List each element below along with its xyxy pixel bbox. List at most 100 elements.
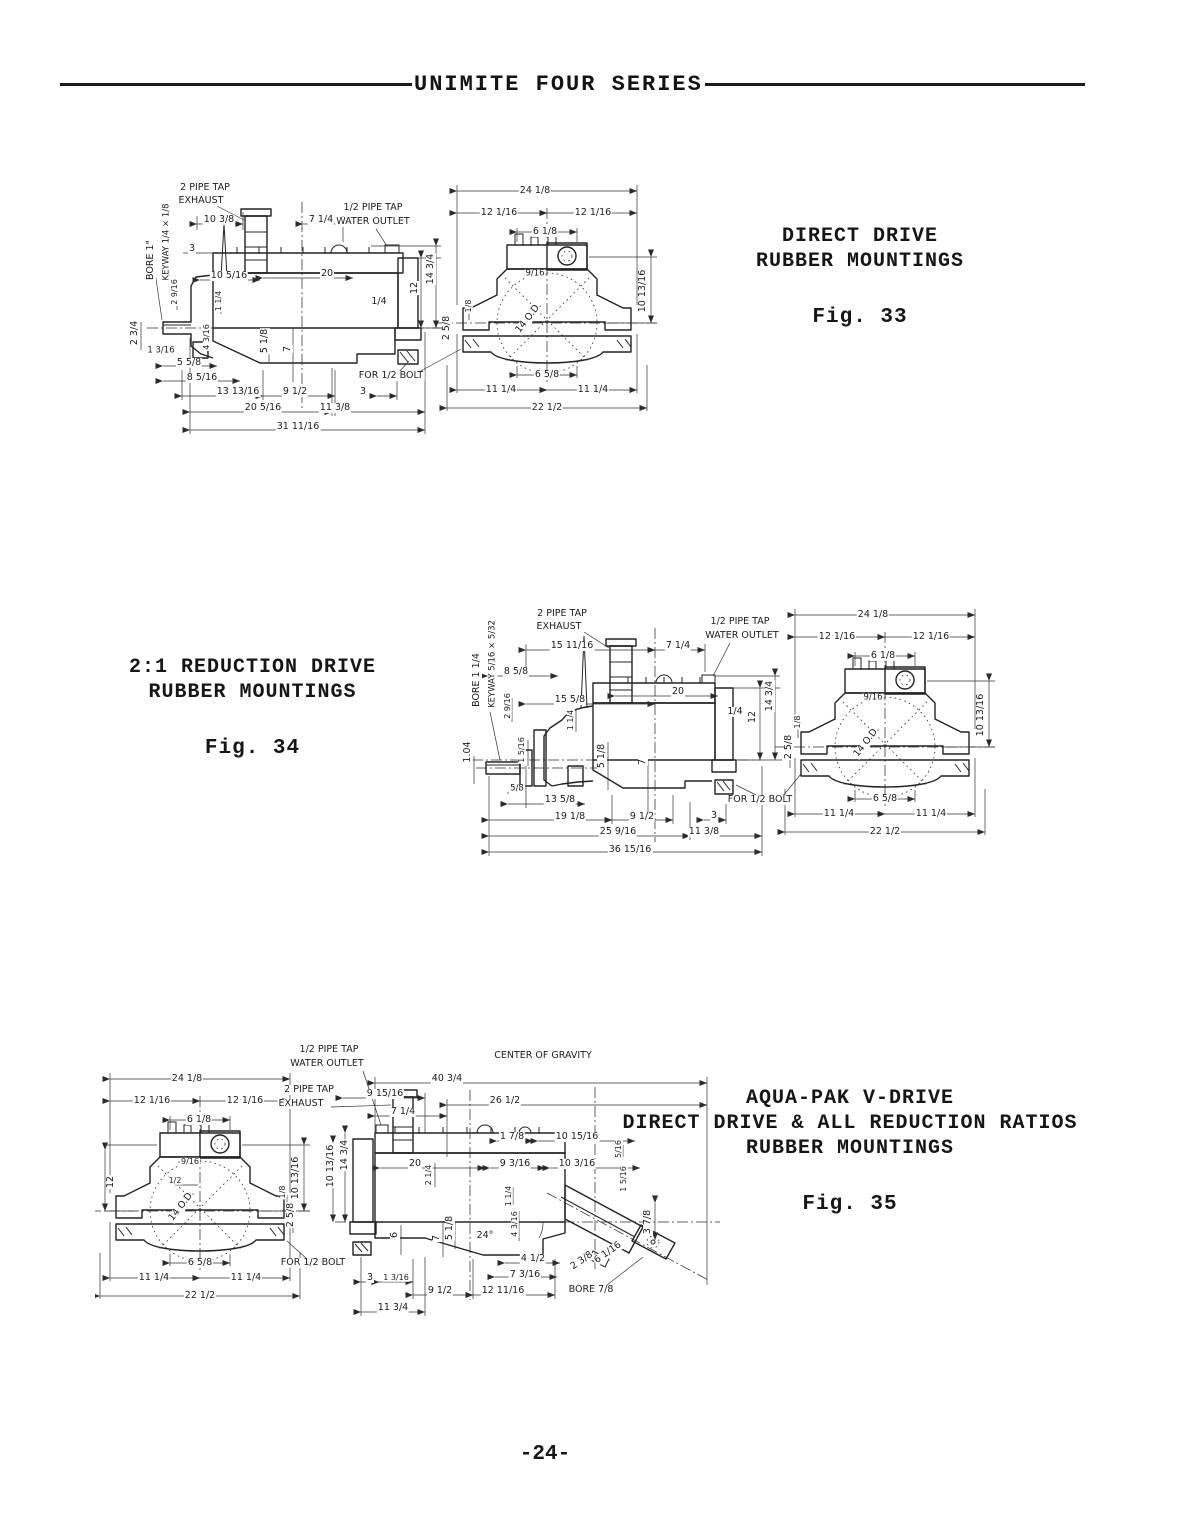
page-title: UNIMITE FOUR SERIES bbox=[414, 72, 703, 97]
fig35-end-view bbox=[95, 1073, 310, 1299]
dim-label: 31 11/16 bbox=[275, 421, 321, 433]
dim-label: 2 9/16 bbox=[502, 692, 513, 720]
dim-label: 20 5/16 bbox=[243, 402, 283, 414]
dim-label: 4 3/16 bbox=[509, 1210, 520, 1238]
dim-label: 5 1/8 bbox=[444, 1214, 456, 1242]
dim-label: 24 1/8 bbox=[518, 185, 552, 197]
dim-label: 5 1/8 bbox=[259, 327, 271, 355]
dim-label: 8 5/8 bbox=[502, 666, 530, 678]
dim-label: 6 1/8 bbox=[531, 226, 559, 238]
dim-label: 24 1/8 bbox=[856, 609, 890, 621]
dim-label: BORE 7/8 bbox=[567, 1284, 615, 1296]
dim-label: 22 1/2 bbox=[530, 402, 564, 414]
dim-label: 12 1/16 bbox=[573, 207, 613, 219]
dim-label: 10 5/16 bbox=[209, 270, 249, 282]
dim-label: 1 3/16 bbox=[146, 345, 176, 356]
dim-label: 6 bbox=[389, 1230, 401, 1240]
dim-label: FOR 1/2 BOLT bbox=[726, 794, 794, 806]
dim-label: 12 bbox=[747, 709, 759, 725]
dim-label: 6 5/8 bbox=[186, 1257, 214, 1269]
dim-label: 15 5/8 bbox=[553, 694, 587, 706]
page-number: -24- bbox=[519, 1443, 571, 1466]
caption-line: RUBBER MOUNTINGS bbox=[755, 250, 965, 273]
figure-number: Fig. 34 bbox=[204, 737, 301, 760]
dim-label: 3 bbox=[187, 243, 197, 255]
dim-label: 3 bbox=[365, 1272, 375, 1284]
dim-label: 7 3/16 bbox=[508, 1269, 542, 1281]
dim-label: 2 5/8 bbox=[783, 733, 795, 761]
dim-label: 9 1/2 bbox=[628, 811, 656, 823]
dim-label: BORE 1 1/4 bbox=[471, 652, 483, 708]
dim-label: 11 3/8 bbox=[318, 402, 352, 414]
dim-label: 2 5/8 bbox=[441, 314, 453, 342]
dim-label: 11 3/8 bbox=[687, 826, 721, 838]
dim-label: 14 3/4 bbox=[425, 252, 437, 286]
dim-label: 12 1/16 bbox=[132, 1095, 172, 1107]
dim-label: 2 3/4 bbox=[129, 319, 141, 347]
dim-label: 9 1/2 bbox=[281, 386, 309, 398]
dim-label: 12 1/16 bbox=[817, 631, 857, 643]
dim-label: 7 1/4 bbox=[389, 1106, 417, 1118]
dim-label: 22 1/2 bbox=[183, 1290, 217, 1302]
dim-label: 3 bbox=[358, 386, 368, 398]
dim-label: 11 1/4 bbox=[229, 1272, 263, 1284]
dim-label: EXHAUST bbox=[535, 621, 583, 633]
fig33-caption: DIRECT DRIVE RUBBER MOUNTINGS Fig. 33 bbox=[700, 224, 1020, 329]
dim-label: 12 1/16 bbox=[225, 1095, 265, 1107]
dim-label: 2 3/8 bbox=[568, 1249, 596, 1273]
dim-label: 22 1/2 bbox=[868, 826, 902, 838]
dim-label: 26 1/2 bbox=[488, 1095, 522, 1107]
dim-label: 19 1/8 bbox=[553, 811, 587, 823]
header-rule-right bbox=[704, 83, 1085, 86]
caption-line: RUBBER MOUNTINGS bbox=[148, 681, 357, 704]
dim-label: 12 11/16 bbox=[480, 1285, 526, 1297]
dim-label: 1 5/16 bbox=[516, 736, 527, 764]
dim-label: 14 O.D. bbox=[166, 1188, 198, 1224]
dim-label: 1.04 bbox=[462, 740, 474, 764]
dim-label: 20 bbox=[407, 1158, 423, 1170]
dim-label: 6 1/8 bbox=[185, 1114, 213, 1126]
dim-label: 4 3/16 bbox=[201, 323, 212, 351]
caption-line: DIRECT DRIVE bbox=[781, 225, 939, 248]
dim-label: WATER OUTLET bbox=[704, 630, 780, 642]
dim-label: 13 5/8 bbox=[543, 794, 577, 806]
dim-label: WATER OUTLET bbox=[289, 1058, 365, 1070]
dim-label: 4 1/2 bbox=[519, 1253, 547, 1265]
dim-label: 11 1/4 bbox=[914, 808, 948, 820]
dim-label: 11 3/4 bbox=[376, 1302, 410, 1314]
page-header: UNIMITE FOUR SERIES bbox=[60, 72, 1085, 97]
dim-label: 5 1/8 bbox=[596, 742, 608, 770]
dim-label: 2 9/16 bbox=[169, 278, 180, 306]
dim-label: 10 15/16 bbox=[554, 1131, 600, 1143]
dim-label: 12 1/16 bbox=[479, 207, 519, 219]
fig35-caption: AQUA-PAK V-DRIVE DIRECT DRIVE & ALL REDU… bbox=[600, 1086, 1100, 1216]
dim-label: 1 1/4 bbox=[213, 289, 224, 313]
caption-line: AQUA-PAK V-DRIVE bbox=[745, 1087, 955, 1110]
dim-label: 1/4 bbox=[726, 706, 744, 718]
dim-label: 11 1/4 bbox=[484, 384, 518, 396]
header-rule-left bbox=[60, 83, 412, 86]
dim-label: 10 3/8 bbox=[202, 214, 236, 226]
dim-label: 25 9/16 bbox=[598, 826, 638, 838]
dim-label: 6 5/8 bbox=[871, 793, 899, 805]
dim-label: 1 1/4 bbox=[565, 708, 576, 732]
dim-label: 9/16 bbox=[862, 692, 884, 703]
dim-label: 7 1/4 bbox=[664, 640, 692, 652]
fig34-caption: 2:1 REDUCTION DRIVE RUBBER MOUNTINGS Fig… bbox=[85, 655, 420, 760]
dim-label: 1 7/8 bbox=[498, 1131, 526, 1143]
dim-label: 12 bbox=[409, 280, 421, 296]
dim-label: 6 5/8 bbox=[533, 369, 561, 381]
dim-label: 9 1/2 bbox=[426, 1285, 454, 1297]
dim-label: 2 PIPE TAP bbox=[179, 182, 231, 194]
dim-label: 36 15/16 bbox=[607, 844, 653, 856]
dim-label: EXHAUST bbox=[277, 1098, 325, 1110]
dim-label: 1/2 PIPE TAP bbox=[709, 616, 771, 628]
caption-line: RUBBER MOUNTINGS bbox=[745, 1137, 955, 1160]
dim-label: 1/2 PIPE TAP bbox=[342, 202, 404, 214]
dim-label: WATER OUTLET bbox=[335, 216, 411, 228]
